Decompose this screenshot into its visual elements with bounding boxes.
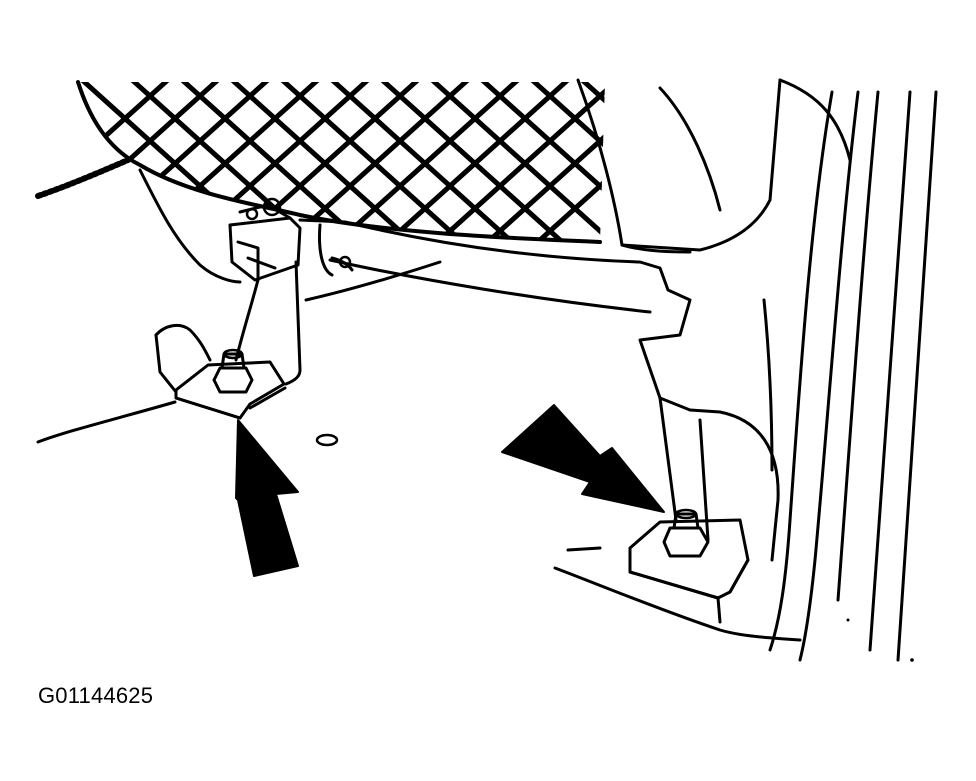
- cargo-net: [35, 80, 605, 244]
- body-pillar: [762, 90, 938, 662]
- left-seat-bracket: [138, 168, 302, 386]
- speck-marks: [846, 618, 914, 662]
- hex-nut-icon: [662, 508, 710, 558]
- seat-trim-panel: [576, 78, 852, 254]
- hex-nut-icon: [212, 348, 254, 394]
- arrow-pointer-icon: [501, 404, 665, 513]
- floor-outline: [36, 323, 339, 447]
- figure-id-label: G01144625: [38, 683, 154, 708]
- right-mounting-pad: [553, 518, 802, 642]
- floor-rail-bracket: [298, 218, 780, 562]
- left-mounting-pad: [174, 360, 287, 420]
- arrow-pointer-icon: [235, 419, 299, 577]
